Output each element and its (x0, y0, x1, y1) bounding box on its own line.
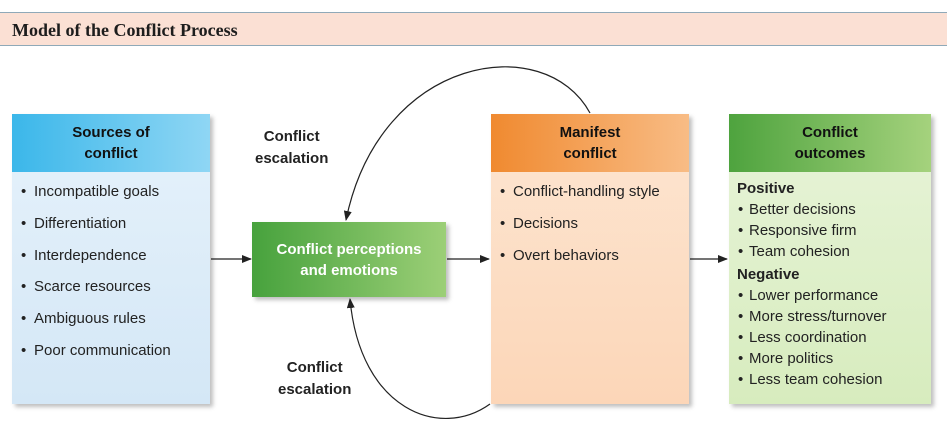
list-item: Differentiation (21, 215, 210, 247)
list-item: Poor communication (21, 342, 210, 374)
perceptions-line-2: and emotions (300, 261, 398, 279)
outcomes-heading-line-1: Conflict (802, 124, 858, 141)
title-bar: Model of the Conflict Process (0, 12, 947, 46)
arrow-escalation-bottom (346, 298, 491, 419)
negative-label: Negative (737, 266, 800, 283)
list-item: Responsive firm (738, 222, 931, 243)
positive-list: Better decisions Responsive firm Team co… (737, 201, 931, 264)
manifest-heading-line-1: Manifest (559, 124, 621, 141)
sources-heading: Sources of conflict (12, 114, 210, 172)
sources-list: Incompatible goals Differentiation Inter… (12, 183, 210, 374)
manifest-heading-line-2: conflict (563, 145, 617, 162)
positive-outcomes: Positive Better decisions Responsive fir… (737, 180, 931, 264)
list-item: Interdependence (21, 247, 210, 279)
outcomes-heading-line-2: outcomes (794, 145, 866, 162)
list-item: More politics (738, 350, 931, 371)
conflict-outcomes-box: Conflict outcomes Positive Better decisi… (729, 114, 931, 404)
negative-outcomes: Negative Lower performance More stress/t… (737, 266, 931, 392)
list-item: Less team cohesion (738, 371, 931, 392)
manifest-conflict-box: Manifest conflict Conflict-handling styl… (491, 114, 689, 404)
positive-label: Positive (737, 180, 795, 197)
escalation-label-top: Conflict escalation (255, 126, 328, 170)
manifest-heading: Manifest conflict (491, 114, 689, 172)
list-item: Team cohesion (738, 243, 931, 264)
escalation-top-line-2: escalation (255, 150, 329, 167)
sources-heading-line-1: Sources of (72, 124, 150, 141)
escalation-bottom-line-2: escalation (278, 381, 352, 398)
list-item: Less coordination (738, 329, 931, 350)
list-item: Conflict-handling style (500, 183, 689, 215)
escalation-label-bottom: Conflict escalation (278, 357, 351, 401)
manifest-list: Conflict-handling style Decisions Overt … (491, 183, 689, 278)
escalation-top-line-1: Conflict (263, 128, 320, 145)
escalation-bottom-line-1: Conflict (286, 359, 343, 376)
perceptions-box: Conflict perceptions and emotions (252, 222, 446, 297)
figure-title: Model of the Conflict Process (12, 20, 238, 40)
list-item: Ambiguous rules (21, 310, 210, 342)
list-item: Incompatible goals (21, 183, 210, 215)
list-item: Scarce resources (21, 278, 210, 310)
list-item: Better decisions (738, 201, 931, 222)
outcomes-heading: Conflict outcomes (729, 114, 931, 172)
sources-of-conflict-box: Sources of conflict Incompatible goals D… (12, 114, 210, 404)
list-item: Lower performance (738, 287, 931, 308)
list-item: Overt behaviors (500, 247, 689, 279)
arrow-escalation-top (343, 66, 591, 221)
sources-heading-line-2: conflict (84, 145, 138, 162)
list-item: More stress/turnover (738, 308, 931, 329)
list-item: Decisions (500, 215, 689, 247)
negative-list: Lower performance More stress/turnover L… (737, 287, 931, 392)
perceptions-line-1: Conflict perceptions (276, 240, 422, 258)
